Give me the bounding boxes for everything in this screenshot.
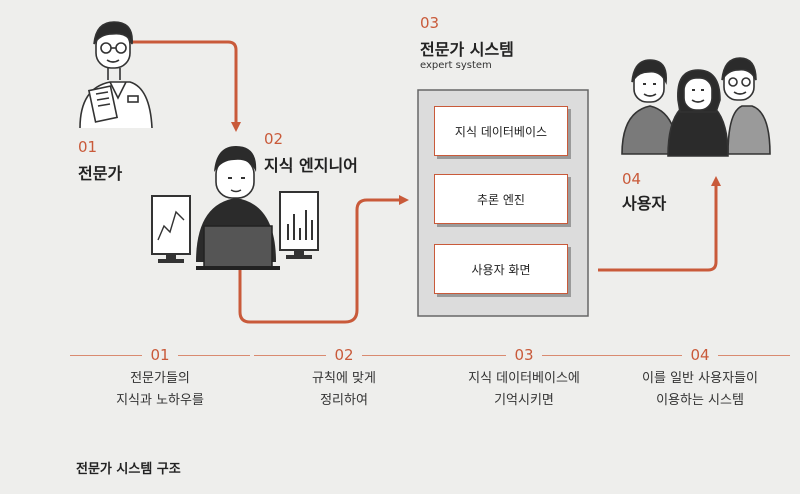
step-2-line-1: 규칙에 맞게	[312, 371, 376, 386]
expert-label: 전문가	[78, 164, 123, 183]
knowledge-base-box: 지식 데이터베이스	[434, 106, 568, 156]
users-label: 사용자	[622, 194, 667, 213]
system-label: 전문가 시스템	[420, 40, 514, 59]
step-3-number: 03	[514, 346, 534, 364]
expert-number: 01	[78, 138, 98, 156]
engineer-illustration	[151, 146, 319, 270]
engineer-label: 지식 엔지니어	[264, 156, 358, 175]
caption: 전문가 시스템 구조	[76, 462, 181, 477]
user-interface-box: 사용자 화면	[434, 244, 568, 294]
inference-engine-box: 추론 엔진	[434, 174, 568, 224]
engineer-number: 02	[264, 130, 284, 148]
step-3-line-2: 기억시키면	[494, 393, 554, 408]
step-2-number: 02	[334, 346, 354, 364]
arrow-system-to-users	[598, 176, 721, 272]
step-1-number: 01	[150, 346, 170, 364]
step-4-line-2: 이용하는 시스템	[656, 393, 744, 408]
step-1-line-1: 전문가들의	[130, 371, 190, 386]
step-4-line-1: 이를 일반 사용자들이	[642, 371, 758, 386]
arrow-expert-to-engineer	[130, 40, 241, 132]
users-illustration	[621, 57, 771, 157]
users-number: 04	[622, 170, 642, 188]
step-1-line-2: 지식과 노하우를	[116, 393, 204, 408]
step-4-number: 04	[690, 346, 710, 364]
step-3-line-1: 지식 데이터베이스에	[468, 371, 580, 386]
step-2-line-2: 정리하여	[320, 393, 368, 408]
system-sublabel: expert system	[420, 60, 492, 71]
expert-illustration	[79, 21, 153, 129]
arrow-engineer-to-system	[238, 195, 409, 324]
system-number: 03	[420, 14, 440, 32]
